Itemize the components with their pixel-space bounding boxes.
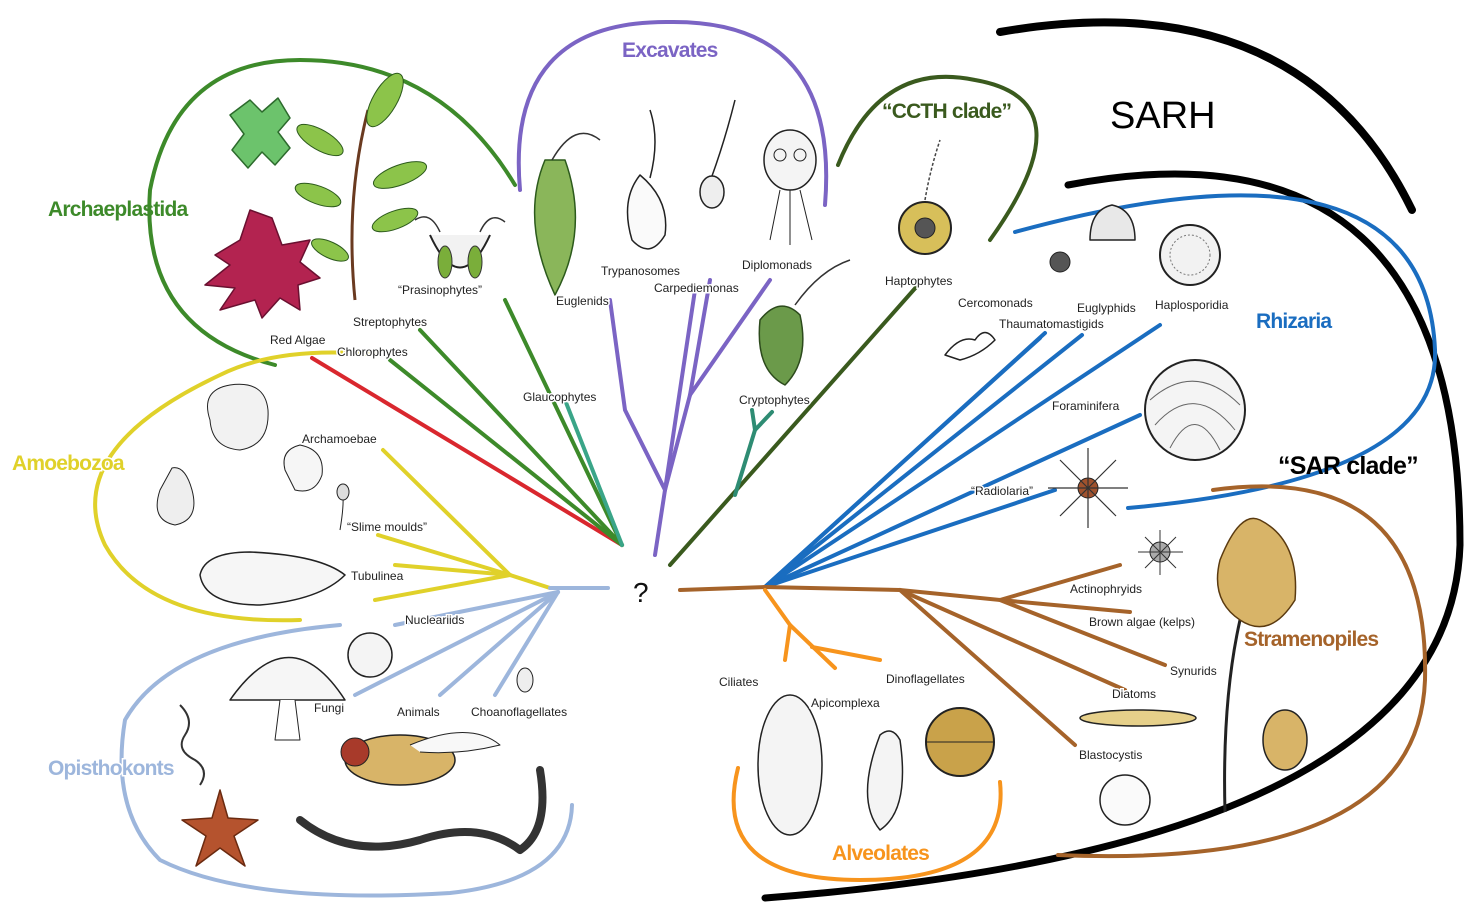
stramenopiles-label: Stramenopiles [1244, 628, 1378, 651]
red-alga-illustration [205, 210, 320, 318]
mushroom-illustration [230, 658, 345, 741]
haptophyte-illustration [899, 140, 951, 254]
amoeba-illustrations [157, 384, 349, 605]
glaucophytes-label: Glaucophytes [523, 390, 596, 404]
thaumatomastigids-label: Thaumatomastigids [999, 317, 1104, 331]
root-question-mark: ? [633, 577, 649, 608]
cryptophyte-illustration [759, 260, 850, 385]
ciliates-label: Ciliates [719, 675, 758, 689]
tubulinea-label: Tubulinea [351, 569, 404, 583]
synurid-illustration [1263, 710, 1307, 770]
diplomonads-label: Diplomonads [742, 258, 812, 272]
ccth-clade-label: “CCTH clade” [882, 100, 1011, 123]
cercomonads-label: Cercomonads [958, 296, 1033, 310]
haplosporidium-illustration [1160, 225, 1220, 285]
choanoflagellates-label: Choanoflagellates [471, 705, 567, 719]
foraminiferan-illustration [1145, 360, 1245, 460]
streptophyte-plant-illustration [292, 68, 429, 300]
carpediemonas-label: Carpediemonas [654, 281, 739, 295]
organism-illustrations [157, 68, 1307, 866]
brown-algae-label: Brown algae (kelps) [1089, 615, 1195, 629]
archaeplastida-label: Archaeplastida [48, 198, 188, 221]
starfish-illustration [182, 790, 258, 866]
fly-illustration [341, 733, 500, 786]
fungi-label: Fungi [314, 701, 344, 715]
diatom-illustration [1080, 710, 1196, 726]
dinoflagellate-illustration [926, 708, 994, 776]
thaumatomastigid-illustration [1050, 252, 1070, 272]
group-labels: Red Algae Streptophytes Chlorophytes “Pr… [270, 258, 1229, 762]
prasinophytes-label: “Prasinophytes” [398, 283, 482, 297]
haplosporidia-label: Haplosporidia [1155, 298, 1229, 312]
ciliate-illustration [758, 695, 822, 835]
choanoflagellate-illustration [517, 668, 533, 692]
actinophryids-label: Actinophryids [1070, 582, 1142, 596]
nucleariids-label: Nucleariids [405, 613, 464, 627]
euglyphids-label: Euglyphids [1077, 301, 1136, 315]
diatoms-label: Diatoms [1112, 687, 1156, 701]
radiolarian-illustration [1048, 448, 1128, 528]
flagellate-squiggle-illustration [180, 705, 204, 785]
excavates-label: Excavates [622, 39, 718, 62]
amoebozoa-label: Amoebozoa [12, 452, 125, 475]
prasinophyte-illustration [415, 217, 505, 278]
archaeplastida-arc [149, 60, 515, 365]
opisthokonts-label: Opisthokonts [48, 757, 174, 780]
blastocystis-illustration [1100, 775, 1150, 825]
slime-moulds-label: “Slime moulds” [347, 520, 427, 534]
haptophytes-label: Haptophytes [885, 274, 952, 288]
trypanosomes-label: Trypanosomes [601, 264, 680, 278]
archamoebae-label: Archamoebae [302, 432, 377, 446]
blastocystis-label: Blastocystis [1079, 748, 1142, 762]
cercomonad-illustration [945, 333, 995, 361]
carpediemonas-illustration [700, 100, 735, 208]
apicomplexan-illustration [868, 731, 903, 830]
diplomonad-illustration [764, 130, 816, 245]
sarh-label: SARH [1110, 95, 1216, 137]
synurids-label: Synurids [1170, 664, 1217, 678]
red-algae-label: Red Algae [270, 333, 326, 347]
streptophytes-label: Streptophytes [353, 315, 427, 329]
cryptophytes-label: Cryptophytes [739, 393, 810, 407]
rhizaria-label: Rhizaria [1256, 310, 1332, 333]
foraminifera-label: Foraminifera [1052, 399, 1120, 413]
sar-clade-label: “SAR clade” [1278, 452, 1418, 480]
actinophryid-illustration [1138, 530, 1183, 575]
euglena-illustration [535, 133, 600, 295]
euglenids-label: Euglenids [556, 294, 609, 308]
apicomplexa-label: Apicomplexa [811, 696, 880, 710]
chlorophytes-label: Chlorophytes [337, 345, 408, 359]
trypanosome-illustration [628, 110, 666, 249]
dinoflagellates-label: Dinoflagellates [886, 672, 965, 686]
alveolates-label: Alveolates [832, 842, 929, 865]
radiolaria-label: “Radiolaria” [971, 484, 1033, 498]
nucleariid-illustration [348, 633, 392, 677]
desmid-illustration [230, 98, 290, 168]
animals-label: Animals [397, 705, 440, 719]
